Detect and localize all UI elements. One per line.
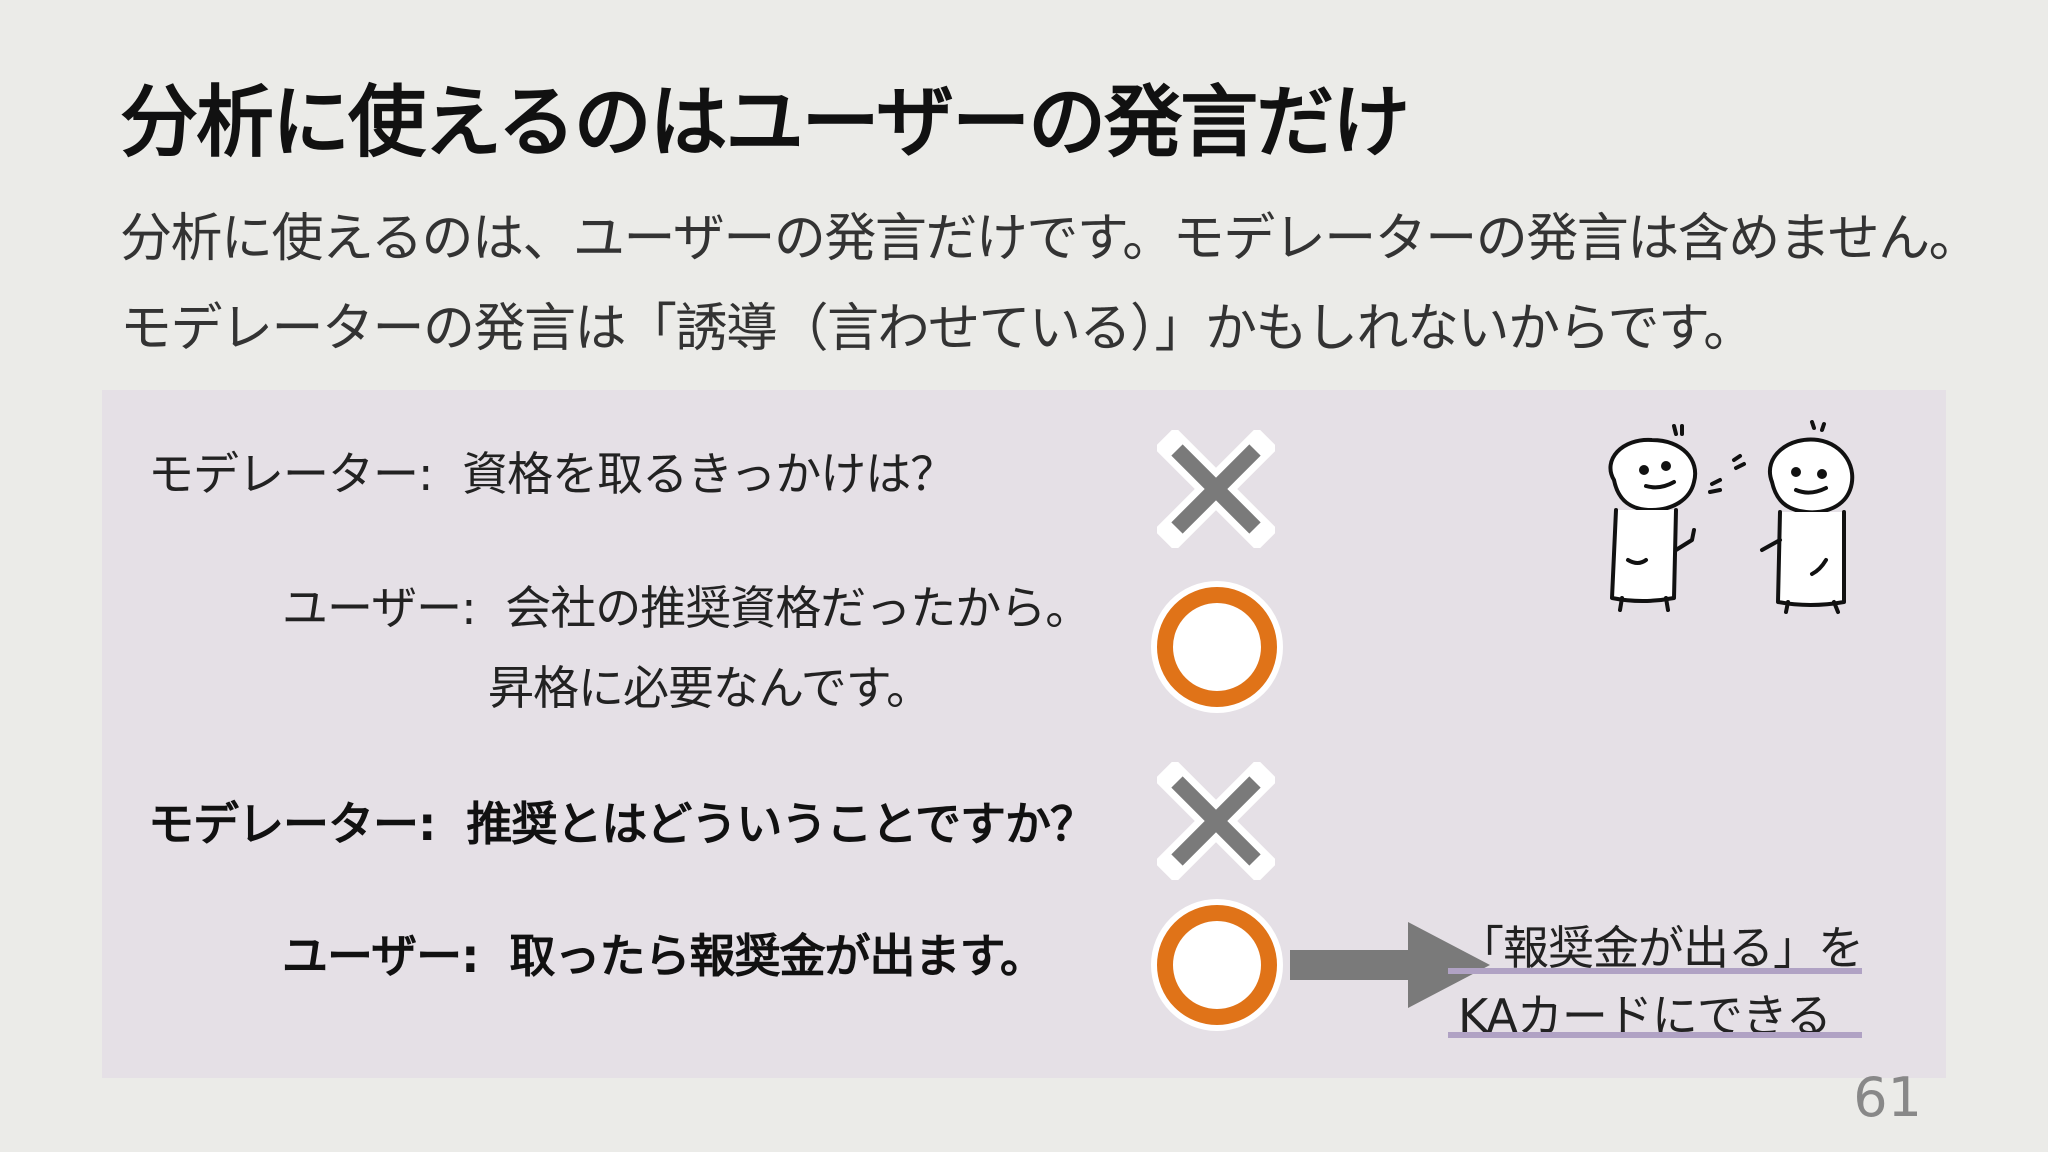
speaker-label: モデレーター: [148, 447, 433, 501]
speaker-label: モデレーター: [148, 797, 436, 851]
lead-text-line-2: モデレーターの発言は「誘導（言わせている）」かもしれないからです。 [120, 299, 1755, 359]
arrow-right-icon [1290, 922, 1490, 1008]
utterance-text: 推奨とはどういうことですか？ [466, 797, 1096, 851]
cross-mark-icon [1157, 430, 1275, 548]
result-line-1: 「報奨金が出る」を [1458, 921, 1864, 975]
dialogue-row-1: モデレーター: 資格を取るきっかけは？ [148, 438, 956, 504]
dialogue-row-3: モデレーター: 推奨とはどういうことですか？ [148, 788, 1096, 854]
page-number: 61 [1853, 1066, 1922, 1129]
two-people-talking-illustration [1608, 420, 1855, 614]
dialogue-row-4: ユーザー: 取ったら報奨金が出ます。 [282, 920, 1046, 986]
slide-title: 分析に使えるのはユーザーの発言だけ [120, 78, 1410, 168]
utterance-text: 資格を取るきっかけは？ [462, 447, 956, 501]
utterance-text: 取ったら報奨金が出ます。 [509, 929, 1046, 983]
speaker-label: ユーザー: [282, 929, 479, 983]
utterance-text: 会社の推奨資格だったから。 [505, 581, 1091, 635]
utterance-text-continued: 昇格に必要なんです。 [488, 661, 932, 715]
circle-mark-icon [1151, 581, 1283, 713]
result-underline-1 [1448, 968, 1862, 974]
dialogue-row-2-cont: 昇格に必要なんです。 [488, 652, 932, 718]
result-underline-2 [1448, 1032, 1862, 1038]
dialogue-row-2: ユーザー: 会社の推奨資格だったから。 [282, 572, 1091, 638]
cross-mark-icon [1157, 762, 1275, 880]
circle-mark-icon [1151, 899, 1283, 1031]
lead-text-line-1: 分析に使えるのは、ユーザーの発言だけです。モデレーターの発言は含めません。 [120, 209, 1981, 269]
speaker-label: ユーザー: [282, 581, 477, 635]
example-panel: モデレーター: 資格を取るきっかけは？ ユーザー: 会社の推奨資格だったから。 … [102, 390, 1946, 1078]
